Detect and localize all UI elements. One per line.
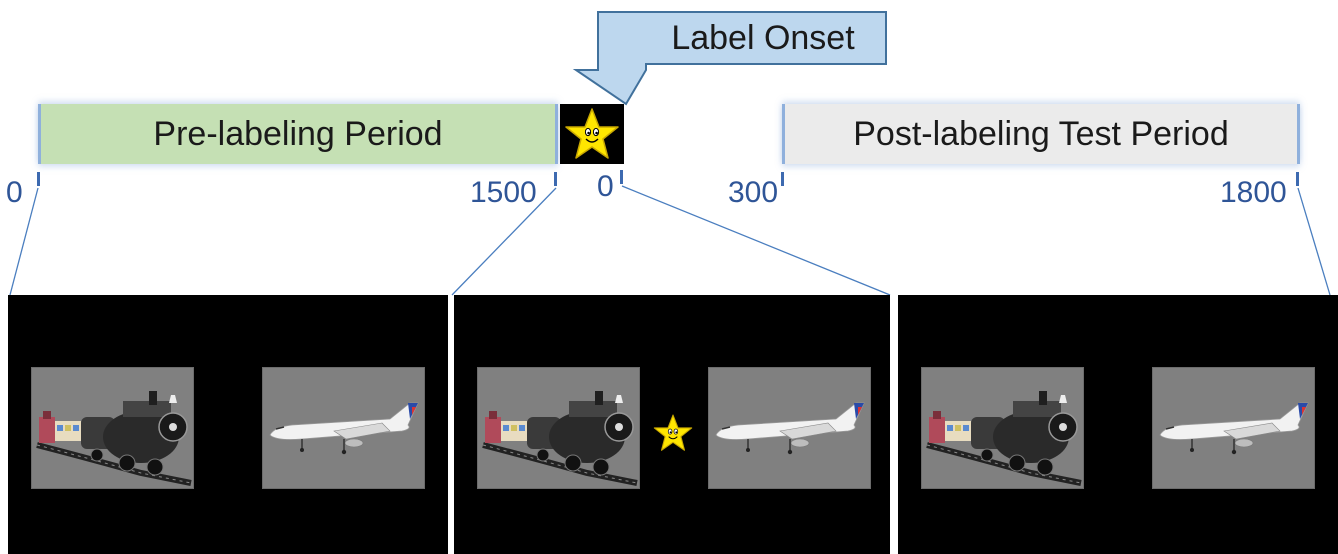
train-icon	[926, 391, 1082, 486]
train-icon	[36, 391, 192, 486]
right-image-box	[1152, 367, 1315, 489]
airplane-icon	[269, 402, 419, 455]
tick-post-start	[781, 172, 784, 186]
label-star-box	[560, 104, 624, 164]
post-labeling-period-label: Post-labeling Test Period	[853, 114, 1229, 153]
right-image-box	[708, 367, 871, 489]
airplane-icon	[715, 402, 865, 455]
left-image-box	[477, 367, 640, 489]
tick-label-post-start: 300	[728, 176, 779, 209]
post-labeling-period-bar: Post-labeling Test Period	[782, 104, 1300, 164]
pre-labeling-period-bar: Pre-labeling Period	[38, 104, 558, 164]
tick-pre-end	[554, 172, 557, 186]
connector-line-pre-start	[9, 187, 39, 296]
connector-line-pre-end	[451, 187, 557, 296]
tick-pre-start	[37, 172, 40, 186]
connector-line-post-end	[1297, 187, 1331, 296]
right-image-box	[262, 367, 425, 489]
connector-line-label	[621, 185, 891, 296]
star-icon	[565, 108, 619, 159]
tick-label-pre-start: 0	[6, 176, 23, 209]
stimulus-panel-label	[454, 295, 890, 554]
airplane-icon	[1159, 402, 1309, 455]
label-onset-text: Label Onset	[671, 18, 855, 57]
stimulus-panel-post	[898, 295, 1338, 554]
tick-label-pre-end: 1500	[470, 176, 537, 209]
pre-labeling-period-label: Pre-labeling Period	[153, 114, 443, 153]
left-image-box	[31, 367, 194, 489]
tick-label-post-end: 1800	[1220, 176, 1287, 209]
left-image-box	[921, 367, 1084, 489]
tick-label-onset-zero: 0	[597, 170, 614, 203]
center-star-icon	[653, 414, 693, 451]
stimulus-panel-pre	[8, 295, 448, 554]
tick-post-end	[1296, 172, 1299, 186]
tick-label-onset	[620, 170, 623, 184]
label-onset-arrow	[572, 11, 887, 106]
train-icon	[482, 391, 638, 486]
